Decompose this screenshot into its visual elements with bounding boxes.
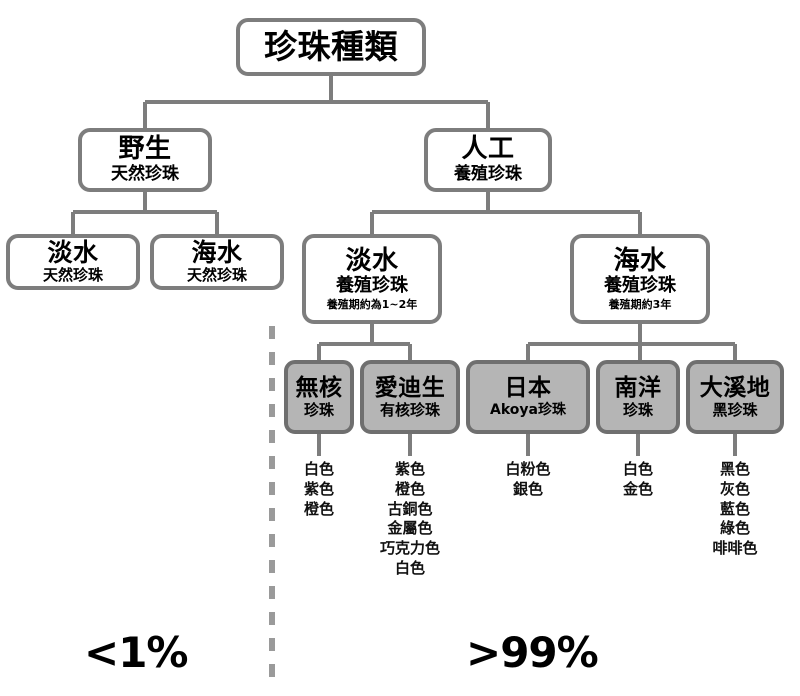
color-list-item: 白色 <box>394 558 425 577</box>
node-label-primary: 野生 <box>118 133 172 164</box>
node-label-secondary: Akoya珍珠 <box>490 402 566 419</box>
node-label-tertiary: 養殖期約為1~2年 <box>326 297 418 311</box>
color-list-nucleus-free: 白色紫色橙色 <box>279 460 359 519</box>
color-list-item: 巧克力色 <box>379 539 440 558</box>
node-label-primary: 淡水 <box>47 238 99 267</box>
node-label-secondary: 養殖珍珠 <box>336 274 408 296</box>
percentage-wild: <1% <box>84 628 188 677</box>
color-list-item: 紫色 <box>394 460 425 478</box>
node-cultured-seawater[interactable]: 海水 養殖珍珠 養殖期約3年 <box>570 234 710 324</box>
color-list-item: 銀色 <box>512 479 543 498</box>
node-label-primary: 南洋 <box>614 374 662 401</box>
node-label-secondary: 養殖珍珠 <box>604 274 676 296</box>
color-list-item: 紫色 <box>303 479 334 498</box>
node-label-primary: 無核 <box>295 374 343 401</box>
color-list-item: 白粉色 <box>505 460 551 478</box>
color-list-item: 金色 <box>622 479 653 498</box>
node-tahiti-black-pearl[interactable]: 大溪地 黑珍珠 <box>686 360 784 434</box>
node-cultured-pearl[interactable]: 人工 養殖珍珠 <box>424 128 552 192</box>
color-list-japan: 白粉色銀色 <box>466 460 590 500</box>
node-label-secondary: 天然珍珠 <box>42 266 103 285</box>
node-wild-freshwater[interactable]: 淡水 天然珍珠 <box>6 234 140 290</box>
node-label-primary: 日本 <box>504 375 552 402</box>
color-list-item: 綠色 <box>719 519 750 538</box>
color-list-item: 白色 <box>622 460 653 478</box>
node-label-secondary: 養殖珍珠 <box>454 164 522 185</box>
color-list-item: 橙色 <box>303 499 334 518</box>
color-list-item: 藍色 <box>719 499 750 518</box>
node-wild-seawater[interactable]: 海水 天然珍珠 <box>150 234 284 290</box>
node-japan-akoya-pearl[interactable]: 日本 Akoya珍珠 <box>466 360 590 434</box>
color-list-item: 金屬色 <box>387 519 433 538</box>
color-list-edison: 紫色橙色古銅色金屬色巧克力色白色 <box>360 460 460 579</box>
node-label-primary: 淡水 <box>345 245 399 276</box>
node-cultured-freshwater[interactable]: 淡水 養殖珍珠 養殖期約為1~2年 <box>302 234 442 324</box>
node-edison-pearl[interactable]: 愛迪生 有核珍珠 <box>360 360 460 434</box>
color-list-item: 黑色 <box>719 460 750 478</box>
node-wild-pearl[interactable]: 野生 天然珍珠 <box>78 128 212 192</box>
node-label-secondary: 有核珍珠 <box>379 400 440 419</box>
color-list-item: 啡啡色 <box>712 539 758 558</box>
node-label-primary: 大溪地 <box>699 374 771 401</box>
color-list-item: 古銅色 <box>387 499 433 518</box>
node-label-primary: 海水 <box>613 245 667 276</box>
color-list-item: 灰色 <box>719 479 750 498</box>
node-label-primary: 海水 <box>191 238 243 267</box>
node-south-sea-pearl[interactable]: 南洋 珍珠 <box>596 360 680 434</box>
node-label-secondary: 天然珍珠 <box>111 164 179 185</box>
node-label-primary: 珍珠種類 <box>264 26 398 66</box>
node-nucleus-free-pearl[interactable]: 無核 珍珠 <box>284 360 354 434</box>
node-label-secondary: 天然珍珠 <box>186 266 247 285</box>
color-list-south-sea: 白色金色 <box>596 460 680 500</box>
node-label-secondary: 黑珍珠 <box>712 400 758 419</box>
node-label-primary: 愛迪生 <box>374 374 446 401</box>
node-pearl-types[interactable]: 珍珠種類 <box>236 18 426 76</box>
percentage-cultured: >99% <box>466 628 599 677</box>
node-label-secondary: 珍珠 <box>622 400 653 419</box>
node-label-primary: 人工 <box>461 133 515 164</box>
node-label-tertiary: 養殖期約3年 <box>608 297 672 311</box>
color-list-item: 橙色 <box>394 479 425 498</box>
color-list-tahiti: 黑色灰色藍色綠色啡啡色 <box>684 460 786 559</box>
color-list-item: 白色 <box>303 460 334 478</box>
node-label-secondary: 珍珠 <box>303 400 334 419</box>
